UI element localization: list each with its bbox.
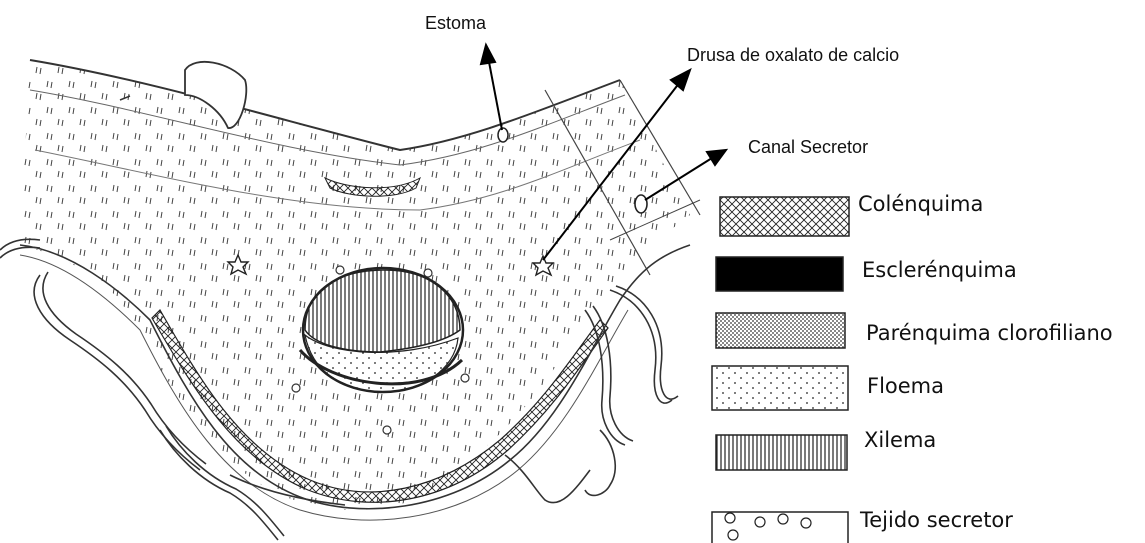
label-estoma: Estoma	[425, 13, 486, 34]
legend-label-parenchyma: Parénquima clorofiliano	[866, 321, 1113, 345]
legend-label-secretory: Tejido secretor	[860, 508, 1013, 532]
legend-label-xylem: Xilema	[864, 428, 936, 452]
legend-swatch-phloem	[712, 366, 848, 410]
legend-swatches	[712, 197, 849, 543]
label-drusa: Drusa de oxalato de calcio	[687, 45, 899, 66]
secretory-canal	[635, 195, 647, 213]
legend-label-sclerenchyma: Esclerénquima	[862, 258, 1017, 282]
legend-swatch-sclerenchyma	[716, 257, 843, 291]
legend-label-phloem: Floema	[867, 374, 944, 398]
legend-label-collenchyma: Colénquima	[858, 192, 983, 216]
legend-swatch-xylem	[716, 435, 847, 470]
legend-swatch-collenchyma	[720, 197, 849, 236]
label-canal-secretor: Canal Secretor	[748, 137, 868, 158]
legend-swatch-parenchyma	[716, 313, 845, 348]
